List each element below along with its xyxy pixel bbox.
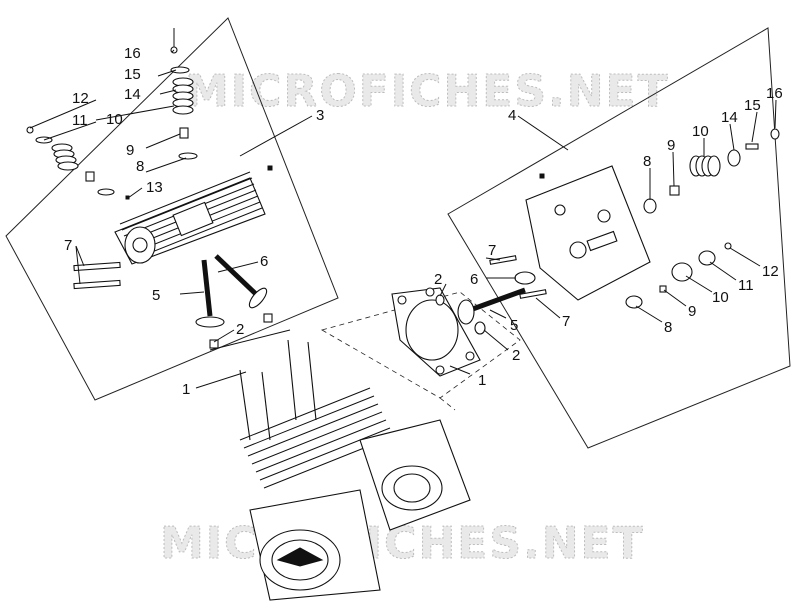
dashed-guide	[439, 397, 456, 411]
callout-14-right: 14	[721, 109, 738, 126]
left-assembly-frame	[5, 17, 339, 401]
left-cylinder-head	[114, 165, 273, 265]
right-assembly-frame	[447, 27, 791, 449]
callout-1-right: 1	[478, 372, 486, 389]
callout-10-right-top: 10	[692, 123, 709, 140]
right-cylinder-head	[525, 165, 651, 301]
group-label-3: 3	[316, 107, 324, 124]
callout-2-right-top: 2	[434, 271, 442, 288]
callout-15-left: 15	[124, 66, 141, 83]
callout-2-left: 2	[236, 321, 244, 338]
callout-7-left: 7	[64, 237, 72, 254]
callout-8-left: 8	[136, 158, 144, 175]
right-gasket-tab	[263, 313, 273, 323]
watermark-top: MICROFICHES.NET	[185, 66, 670, 117]
callout-2-right-bottom: 2	[512, 347, 520, 364]
callout-10-right-bottom: 10	[712, 289, 729, 306]
callout-5-left: 5	[152, 287, 160, 304]
callout-7-right-bottom: 7	[562, 313, 570, 330]
group-label-4: 4	[508, 107, 516, 124]
callout-11-right: 11	[738, 277, 754, 294]
callout-6-left: 6	[260, 253, 268, 270]
callout-7-right-top: 7	[488, 242, 496, 259]
callout-8-right-top: 8	[643, 153, 651, 170]
left-valve-spring-stack	[170, 28, 198, 160]
engine-block	[239, 339, 471, 601]
callout-6-right: 6	[470, 271, 478, 288]
callout-10-left: 10	[106, 111, 123, 128]
left-gasket-tab	[209, 339, 219, 349]
callout-13-left: 13	[146, 179, 163, 196]
base-line	[209, 329, 291, 351]
callout-8-right-bottom: 8	[664, 319, 672, 336]
callout-16-right: 16	[766, 85, 783, 102]
callout-14-left: 14	[124, 86, 141, 103]
dashed-gasket-zone	[320, 291, 521, 399]
left-valves	[195, 254, 268, 328]
callout-11-left: 11	[72, 112, 88, 129]
left-valve-spring-stack-2	[26, 126, 130, 200]
callout-5-right: 5	[510, 317, 518, 334]
right-small-parts	[435, 128, 780, 335]
callout-9-right-bottom: 9	[688, 303, 696, 320]
leader-lines	[29, 49, 777, 389]
callout-9-right-top: 9	[667, 137, 675, 154]
head-gasket	[391, 287, 481, 377]
callout-15-right: 15	[744, 97, 761, 114]
callout-1-left: 1	[182, 381, 190, 398]
callout-9-left: 9	[126, 142, 134, 159]
left-dowel-pins	[73, 261, 121, 290]
callout-16-left: 16	[124, 45, 141, 62]
callout-12-left: 12	[72, 90, 89, 107]
callout-12-right: 12	[762, 263, 779, 280]
